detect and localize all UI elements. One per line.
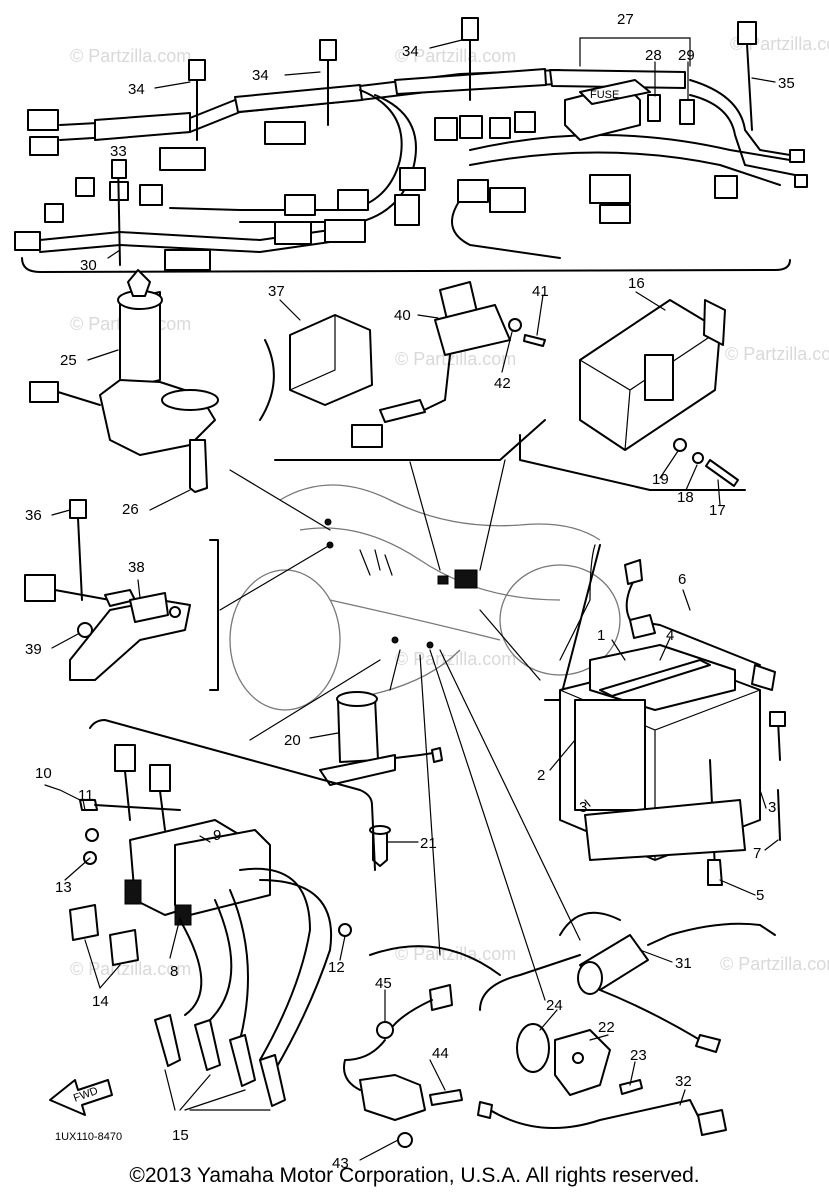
callout-38: 38 [128, 559, 145, 576]
callout-33: 33 [110, 143, 127, 160]
motorcycle-outline [229, 484, 621, 711]
callout-numbers: 1 2 3 3 4 5 6 7 8 9 10 11 12 13 14 15 16… [25, 11, 795, 1172]
callout-34b: 34 [252, 67, 269, 84]
watermark: © Partzilla.com [395, 349, 516, 369]
callout-35: 35 [778, 75, 795, 92]
watermark: © Partzilla.com [395, 944, 516, 964]
callout-4: 4 [666, 627, 674, 644]
callout-5: 5 [756, 887, 764, 904]
main-switch [29, 269, 275, 493]
watermark: © Partzilla.com [395, 46, 516, 66]
callout-36: 36 [25, 507, 42, 524]
callout-7: 7 [753, 845, 761, 862]
callout-19: 19 [652, 471, 669, 488]
watermark: © Partzilla.com [725, 344, 829, 364]
callout-39: 39 [25, 641, 42, 658]
callout-1: 1 [597, 627, 605, 644]
watermark: © Partzilla.com [395, 649, 516, 669]
sensor-group-right [477, 911, 776, 1136]
callout-23: 23 [630, 1047, 647, 1064]
battery-group [544, 544, 786, 886]
callout-26: 26 [122, 501, 139, 518]
callout-11: 11 [78, 787, 94, 804]
callout-16: 16 [628, 275, 645, 292]
callout-15: 15 [172, 1127, 189, 1144]
watermark: © Partzilla.com [70, 46, 191, 66]
callout-27: 27 [617, 11, 634, 28]
leader-lines [219, 459, 596, 1001]
callout-42: 42 [494, 375, 511, 392]
copyright-notice: ©2013 Yamaha Motor Corporation, U.S.A. A… [129, 1164, 700, 1187]
callout-8: 8 [170, 963, 178, 980]
callout-32: 32 [675, 1073, 692, 1090]
watermark: © Partzilla.com [720, 954, 829, 974]
callout-44: 44 [432, 1045, 449, 1062]
callout-12: 12 [328, 959, 345, 976]
bands-34 [188, 17, 479, 141]
callout-37: 37 [268, 283, 285, 300]
callout-14: 14 [92, 993, 109, 1010]
sidestand-switch [24, 499, 219, 691]
callout-20: 20 [284, 732, 301, 749]
fuel-sender-group [343, 945, 501, 1148]
callout-2: 2 [537, 767, 545, 784]
callout-leaders [44, 39, 779, 1161]
callout-40: 40 [394, 307, 411, 324]
callout-21: 21 [420, 835, 437, 852]
callout-43: 43 [332, 1155, 349, 1172]
fwd-arrow-icon: FWD [49, 1079, 113, 1116]
callout-29: 29 [678, 47, 695, 64]
callout-41: 41 [532, 283, 549, 300]
callout-13: 13 [55, 879, 72, 896]
callout-22: 22 [598, 1019, 615, 1036]
callout-34c: 34 [402, 43, 419, 60]
watermark: © Partzilla.com [70, 959, 191, 979]
callout-24: 24 [546, 997, 563, 1014]
callout-3: 3 [579, 799, 587, 816]
starter-relay [319, 691, 443, 867]
callout-45: 45 [375, 975, 392, 992]
wire-harness-group: FUSE [14, 17, 808, 273]
callout-34: 34 [128, 81, 145, 98]
callout-6: 6 [678, 571, 686, 588]
callout-18: 18 [677, 489, 694, 506]
relay [289, 314, 373, 406]
callout-25: 25 [60, 352, 77, 369]
fuse-label: FUSE [590, 89, 619, 101]
diagram-code: 1UX110-8470 [55, 1131, 122, 1143]
callout-10: 10 [35, 765, 52, 782]
sensor-unit [274, 281, 546, 461]
callout-28: 28 [645, 47, 662, 64]
callout-9: 9 [213, 827, 221, 844]
callout-31: 31 [675, 955, 692, 972]
ignition-coil-group [69, 719, 376, 1111]
callout-30: 30 [80, 257, 97, 274]
callout-17: 17 [709, 502, 726, 519]
callout-3b: 3 [768, 799, 776, 816]
cdi-unit [519, 299, 746, 491]
